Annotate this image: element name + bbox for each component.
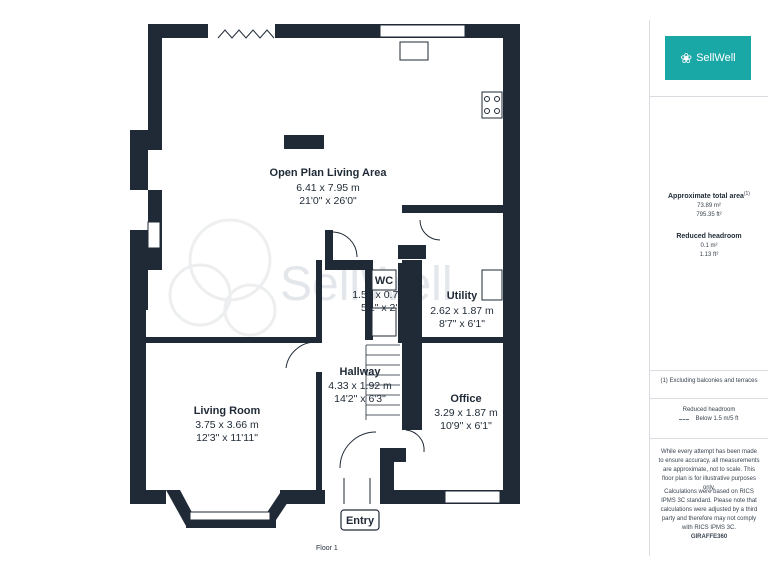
headroom-section: Reduced headroom 0.1 m² 1.13 ft² bbox=[650, 232, 768, 260]
entry-box bbox=[340, 509, 380, 531]
area-m2: 73.89 m² bbox=[697, 203, 721, 209]
room-name-hallway: Hallway bbox=[340, 366, 382, 378]
divider bbox=[650, 438, 768, 439]
brand-logo: ❀ SellWell bbox=[665, 36, 751, 80]
room-name-open-plan: Open Plan Living Area bbox=[270, 167, 388, 179]
floor-plan: SellWell bbox=[130, 24, 520, 531]
headroom-ft2: 1.13 ft² bbox=[699, 252, 719, 258]
room-metric-utility: 2.62 x 1.87 m bbox=[430, 305, 494, 317]
room-metric-living-room: 3.75 x 3.66 m bbox=[195, 419, 259, 431]
bay-window-glass bbox=[189, 511, 271, 521]
doors bbox=[285, 219, 441, 504]
room-name-living-room: Living Room bbox=[194, 405, 261, 417]
room-metric-office: 3.29 x 1.87 m bbox=[434, 407, 498, 419]
room-imperial-utility: 8'7" x 6'1" bbox=[439, 318, 485, 330]
brand-name: SellWell bbox=[696, 52, 736, 64]
room-imperial-office: 10'9" x 6'1" bbox=[440, 420, 492, 432]
staircase bbox=[365, 344, 400, 420]
room-metric-hallway: 4.33 x 1.92 m bbox=[328, 380, 392, 392]
info-panel: ❀ SellWell Approximate total area(1) 73.… bbox=[649, 20, 768, 556]
room-name-entry: Entry bbox=[346, 515, 375, 527]
room-imperial-wc: 5'1" x 2'6" bbox=[361, 302, 407, 314]
divider bbox=[650, 370, 768, 371]
walls bbox=[130, 24, 520, 504]
room-name-utility: Utility bbox=[447, 290, 478, 302]
headroom-title: Reduced headroom bbox=[676, 233, 742, 240]
area-ft2: 795.35 ft² bbox=[696, 212, 722, 218]
legend-text: Below 1.5 m/5 ft bbox=[695, 416, 739, 422]
headroom-m2: 0.1 m² bbox=[700, 243, 718, 249]
credit: GIRAFFE360 bbox=[690, 534, 728, 540]
calculations-note: Calculations were based on RICS IPMS 3C … bbox=[660, 489, 758, 531]
disclaimer: While every attempt has been made to ens… bbox=[658, 449, 760, 491]
watermark-logo bbox=[168, 218, 277, 337]
area-title: Approximate total area bbox=[668, 193, 744, 200]
legend-row: Below 1.5 m/5 ft bbox=[650, 415, 768, 424]
fixtures bbox=[147, 41, 503, 337]
legend-title: Reduced headroom bbox=[682, 407, 736, 413]
area-section: Approximate total area(1) 73.89 m² 795.3… bbox=[650, 190, 768, 220]
room-imperial-living-room: 12'3" x 11'11" bbox=[196, 432, 258, 444]
room-imperial-hallway: 14'2" x 6'3" bbox=[334, 393, 386, 405]
floor-label: Floor 1 bbox=[316, 545, 338, 552]
bay-window bbox=[166, 490, 296, 528]
brand-swirl-icon: ❀ bbox=[680, 49, 693, 66]
room-imperial-open-plan: 21'0" x 26'0" bbox=[299, 195, 357, 207]
room-name-wc: WC bbox=[375, 275, 393, 287]
footnote: (1) Excluding balconies and terraces bbox=[660, 378, 758, 384]
area-note-marker: (1) bbox=[743, 191, 750, 197]
bifold-door bbox=[217, 29, 275, 39]
legend-section: Reduced headroom Below 1.5 m/5 ft bbox=[650, 406, 768, 424]
room-name-office: Office bbox=[450, 393, 481, 405]
room-metric-wc: 1.57 x 0.77 m bbox=[352, 289, 416, 301]
divider bbox=[650, 96, 768, 97]
legend-dash-icon bbox=[679, 419, 690, 420]
room-metric-open-plan: 6.41 x 7.95 m bbox=[296, 182, 360, 194]
divider bbox=[650, 398, 768, 399]
